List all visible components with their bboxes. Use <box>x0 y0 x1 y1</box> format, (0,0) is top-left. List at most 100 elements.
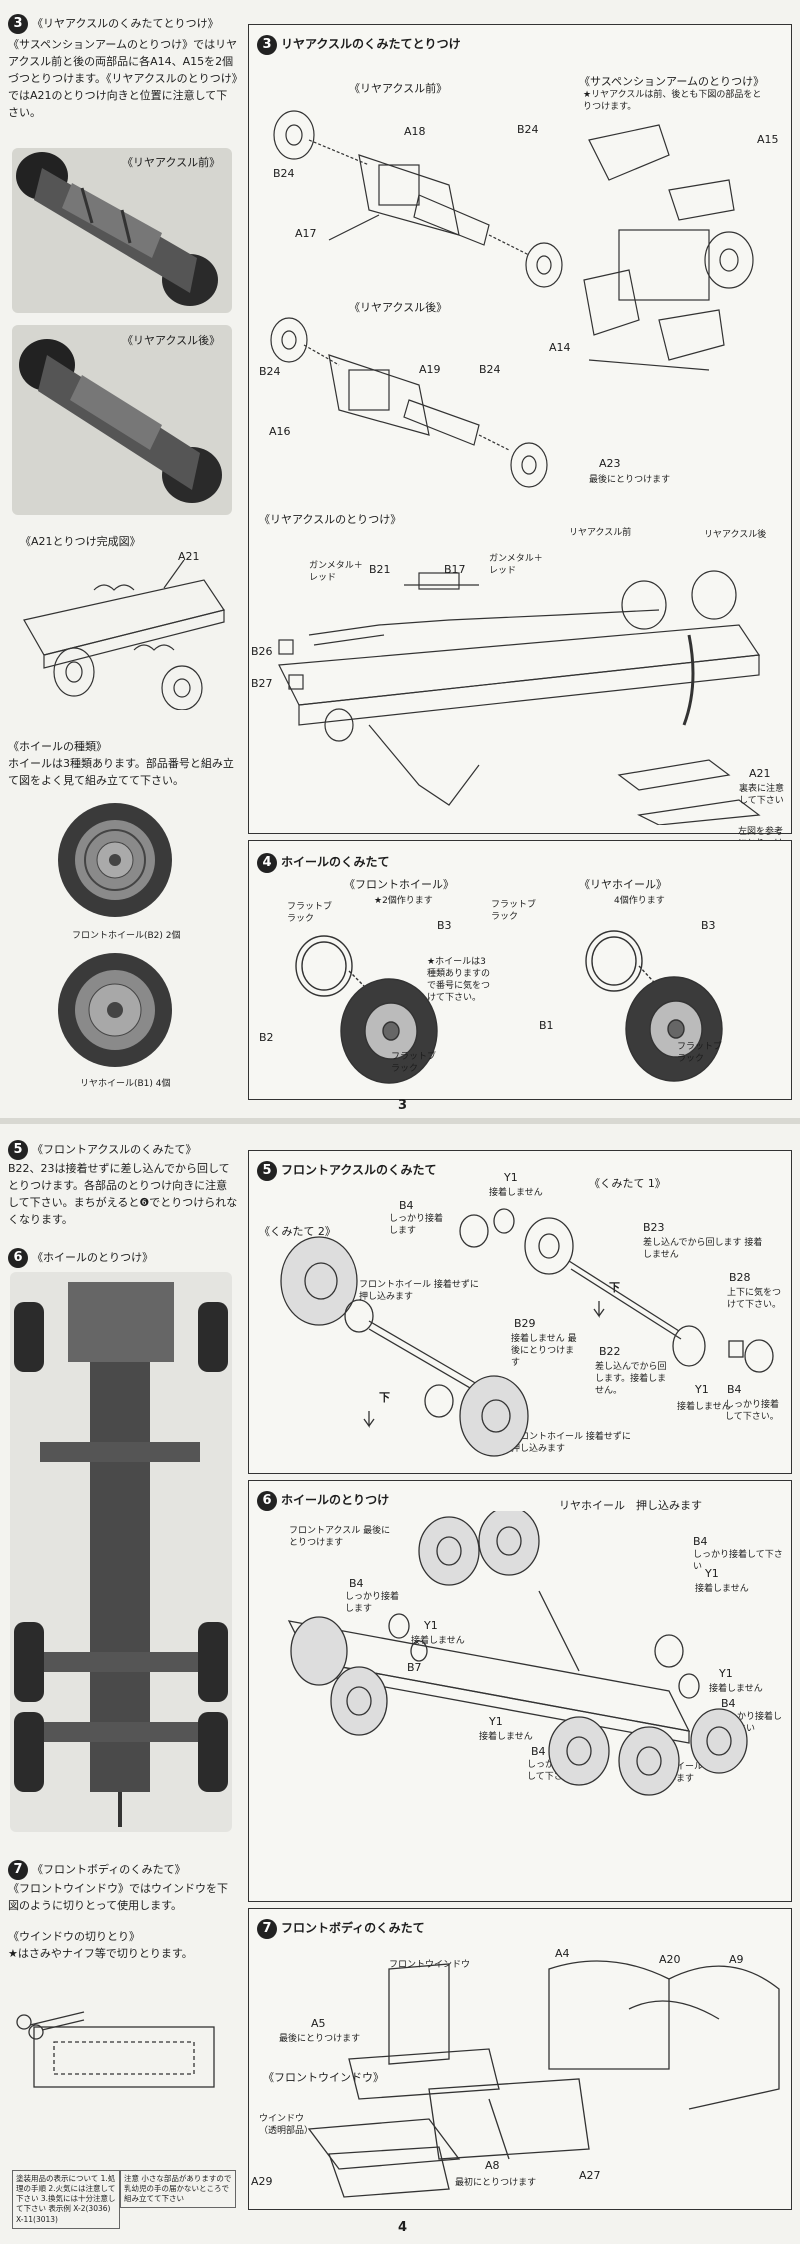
photo-caption: 《リヤアクスル前》 <box>122 156 221 169</box>
part-label-b4: B4 <box>349 1577 364 1590</box>
part-label-b4: B4 <box>399 1199 414 1212</box>
step-description: 《サスペンションアームのとりつけ》ではリヤアクスル前と後の両部品に各A14、A1… <box>8 38 238 120</box>
step-badge: 6 <box>257 1491 277 1511</box>
part-label-y1: Y1 <box>489 1715 503 1728</box>
part-label-a23: A23 <box>599 457 621 470</box>
paint-usage-notice: 塗装用品の表示について 1.処理の手順 2.火気には注意して下さい 3.換気には… <box>12 2170 120 2229</box>
step-title: 《ホイールのとりつけ》 <box>32 1251 154 1264</box>
left-column-step5: 5《フロントアクスルのくみたて》 B22、23は接着せずに差し込んでから回してと… <box>8 1140 238 1228</box>
step-title: リヤアクスルのくみたてとりつけ <box>281 37 461 51</box>
part-label-a4: A4 <box>555 1947 570 1960</box>
part-label-y1: Y1 <box>504 1171 518 1184</box>
front-axle-exploded <box>280 1208 774 1457</box>
direction-down: 下 <box>379 1391 390 1404</box>
step-title: フロントアクスルのくみたて <box>281 1163 437 1177</box>
part-label-a15: A15 <box>757 133 779 146</box>
wheel-types-body: ホイールは3種類あります。部品番号と組み立て図をよく見て組み立てて下さい。 <box>8 757 234 788</box>
b4-note: しっかり接着します <box>345 1592 400 1615</box>
front-wheel-illustration <box>58 803 172 917</box>
y1-note: 接着しません <box>695 1584 749 1594</box>
step-title: ホイールのとりつけ <box>281 1493 390 1507</box>
step6-panel: 6 ホイールのとりつけ リヤホイール 押し込みます フロントアクスル 最後にとりつ… <box>248 1480 792 1902</box>
part-label-b3: B3 <box>437 919 452 932</box>
a21-orientation-note: 裏表に注意して下さい <box>739 784 785 807</box>
rear-wheel-caption: リヤホイール(B1) 4個 <box>80 1079 171 1089</box>
b23-note: 差し込んでから回します 接着しません <box>643 1238 763 1261</box>
front-wheel-caption: フロントホイール(B2) 2個 <box>72 931 181 941</box>
part-label-b24: B24 <box>479 363 501 376</box>
part-label-a14: A14 <box>549 341 571 354</box>
paint-note-flat-black: フラットブラック <box>677 1042 723 1065</box>
chassis-photo <box>10 1272 232 1832</box>
b4-note: しっかり接着して下さい。 <box>725 1400 780 1423</box>
rear-axle-label: 《リヤアクスル後》 <box>349 301 448 314</box>
a21-complete-title: 《A21とりつけ完成図》 <box>20 535 141 548</box>
mount-title: 《リヤアクスルのとりつけ》 <box>259 513 402 526</box>
part-label-b4: B4 <box>531 1745 546 1758</box>
part-label-a21: A21 <box>749 767 771 780</box>
front-window-subtitle: 《フロントウインドウ》 <box>263 2071 384 2084</box>
part-label-b24: B24 <box>517 123 539 136</box>
part-label-y1: Y1 <box>695 1383 709 1396</box>
part-label-b4: B4 <box>727 1383 742 1396</box>
part-label-b21: B21 <box>369 563 391 576</box>
rear-axle-rear-exploded <box>270 317 548 488</box>
step-badge: 3 <box>8 14 28 34</box>
part-label-a9: A9 <box>729 1953 744 1966</box>
front-body-exploded <box>307 1960 780 2198</box>
b29-note: 接着しません 最後にとりつけます <box>511 1334 577 1369</box>
rear-wheel-push-note: リヤホイール 押し込みます <box>559 1499 702 1512</box>
part-label-a27: A27 <box>579 2169 601 2182</box>
a8-note: 最初にとりつけます <box>455 2178 537 2188</box>
part-label-b4: B4 <box>693 1535 708 1548</box>
page-separator <box>0 1118 800 1126</box>
part-label-y1: Y1 <box>719 1667 733 1680</box>
part-label-b1: B1 <box>539 1019 554 1032</box>
axle-photo-illustration <box>16 152 218 306</box>
y1-note: 接着しません <box>677 1402 731 1412</box>
paint-note-gunmetal: ガンメタル＋レッド <box>489 554 543 577</box>
rear-axle-front-photo <box>12 148 232 313</box>
part-label-b28: B28 <box>729 1271 751 1284</box>
part-label-b26: B26 <box>251 645 273 658</box>
window-cut-note: ★はさみやナイフ等で切りとります。 <box>8 1947 193 1961</box>
step-badge: 6 <box>8 1248 28 1268</box>
front-axle-last-note: フロントアクスル 最後にとりつけます <box>289 1526 391 1549</box>
y1-note: 接着しません <box>479 1732 533 1742</box>
safety-notice: 注意 小さな部品がありますので乳幼児の手の届かないところで組み立てて下さい <box>120 2170 236 2209</box>
step-badge: 4 <box>257 853 277 873</box>
suspension-note: ★リヤアクスルは前、後とも下図の部品をとりつけます。 <box>583 90 762 113</box>
window-cut-diagram <box>16 2011 215 2088</box>
b4-note: しっかり接着します <box>389 1214 444 1237</box>
b4-note: しっかり接着して下さい <box>693 1550 783 1573</box>
part-label-b24: B24 <box>259 365 281 378</box>
y1-note: 接着しません <box>709 1684 763 1694</box>
step-badge: 3 <box>257 35 277 55</box>
a23-note: 最後にとりつけます <box>589 475 671 485</box>
part-label-b17: B17 <box>444 563 466 576</box>
page-number: 3 <box>398 1098 408 1113</box>
part-label-b22: B22 <box>599 1345 621 1358</box>
part-label-a21: A21 <box>178 550 200 563</box>
part-label-b23: B23 <box>643 1221 665 1234</box>
part-label-a29: A29 <box>251 2175 273 2188</box>
a5-note: 最後にとりつけます <box>279 2034 361 2044</box>
b28-note: 上下に気をつけて下さい。 <box>727 1288 782 1311</box>
step-badge: 7 <box>8 1860 28 1880</box>
front-wheel-count: ★2個作ります <box>374 896 433 906</box>
assembly-2-label: 《くみたて 2》 <box>259 1225 336 1238</box>
step-title: 《フロントボディのくみたて》 <box>32 1863 186 1876</box>
part-label-b4: B4 <box>721 1697 736 1710</box>
part-label-b24: B24 <box>273 167 295 180</box>
photo-caption: 《リヤアクスル後》 <box>122 334 221 347</box>
wheel-mount-exploded <box>287 1511 748 1796</box>
assembly-1-label: 《くみたて 1》 <box>589 1177 666 1190</box>
rear-axle-rear-tag: リヤアクスル後 <box>704 530 767 540</box>
part-label-b3: B3 <box>701 919 716 932</box>
step-description: B22、23は接着せずに差し込んでから回してとりつけます。各部品のとりつけ向きに… <box>8 1162 238 1227</box>
a21-complete-drawing <box>23 560 225 710</box>
step-title: フロントボディのくみたて <box>281 1921 425 1935</box>
wheel-assembly-drawing <box>295 930 723 1084</box>
